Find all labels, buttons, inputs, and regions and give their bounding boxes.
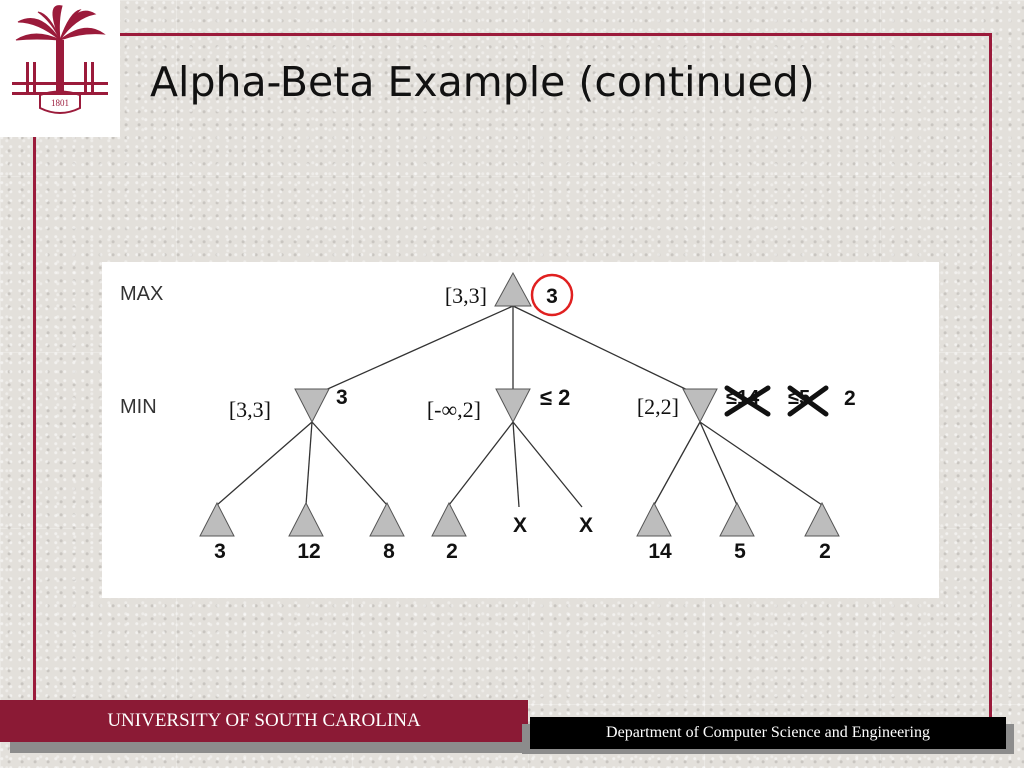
palmetto-seal-icon: 1801 bbox=[12, 5, 108, 114]
strike-marks bbox=[724, 385, 829, 417]
min-node-2 bbox=[495, 388, 531, 424]
min-node-3-value: 2 bbox=[844, 387, 856, 410]
department-name: Department of Computer Science and Engin… bbox=[606, 724, 930, 741]
min-node-1-interval: [3,3] bbox=[229, 397, 271, 422]
leaf-node-9 bbox=[804, 501, 840, 537]
level-label-max: MAX bbox=[120, 283, 163, 305]
leaf-node-3 bbox=[369, 501, 405, 537]
leaf-node-1 bbox=[199, 501, 235, 537]
level-label-min: MIN bbox=[120, 396, 157, 418]
root-value-highlight-circle bbox=[530, 273, 574, 317]
min-node-3 bbox=[682, 388, 718, 424]
tree-svg: MAX MIN [3,3] 3 [3,3] 3 [-∞,2] ≤ 2 [2,2]… bbox=[120, 271, 856, 563]
leaf-value-9: 2 bbox=[819, 540, 831, 563]
leaf-value-4: 2 bbox=[446, 540, 458, 563]
min-node-1-value: 3 bbox=[336, 386, 348, 409]
frame-top-line bbox=[120, 33, 992, 36]
leaf-node-8 bbox=[719, 501, 755, 537]
min-node-2-interval: [-∞,2] bbox=[427, 397, 481, 422]
slide-title: Alpha-Beta Example (continued) bbox=[150, 58, 815, 106]
root-value: 3 bbox=[546, 285, 558, 308]
leaf-node-7 bbox=[636, 501, 672, 537]
frame-left-line bbox=[33, 137, 36, 700]
leaf-value-2: 12 bbox=[297, 540, 320, 563]
footer-department-banner: Department of Computer Science and Engin… bbox=[530, 717, 1006, 749]
leaf-node-4 bbox=[431, 501, 467, 537]
tree-edges bbox=[216, 305, 823, 508]
leaf-pruned-1: X bbox=[513, 514, 527, 537]
frame-right-line bbox=[989, 33, 992, 717]
logo-year: 1801 bbox=[51, 98, 69, 108]
leaf-value-1: 3 bbox=[214, 540, 226, 563]
leaf-pruned-2: X bbox=[579, 514, 593, 537]
leaf-value-7: 14 bbox=[648, 540, 672, 563]
footer-university-banner: UNIVERSITY OF SOUTH CAROLINA bbox=[0, 700, 528, 742]
leaf-node-2 bbox=[288, 501, 324, 537]
min-node-1 bbox=[294, 388, 330, 424]
min-node-3-interval: [2,2] bbox=[637, 394, 679, 419]
leaf-value-3: 8 bbox=[383, 540, 395, 563]
max-root-node bbox=[494, 271, 532, 307]
university-name: UNIVERSITY OF SOUTH CAROLINA bbox=[107, 710, 421, 731]
leaf-value-8: 5 bbox=[734, 540, 746, 563]
min-node-2-value: ≤ 2 bbox=[540, 385, 570, 410]
alpha-beta-tree-diagram: MAX MIN [3,3] 3 [3,3] 3 [-∞,2] ≤ 2 [2,2]… bbox=[102, 262, 939, 598]
root-interval: [3,3] bbox=[445, 283, 487, 308]
university-logo: 1801 bbox=[0, 0, 120, 137]
